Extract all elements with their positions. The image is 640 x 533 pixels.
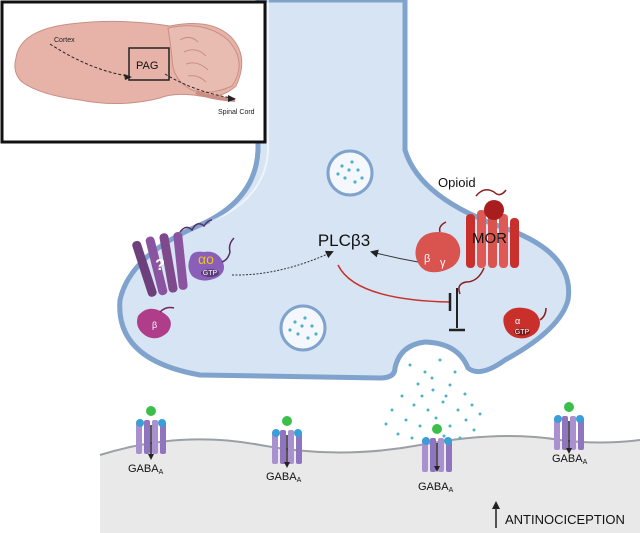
g-beta-subunit-left: β xyxy=(137,306,175,339)
opioid-ligand xyxy=(484,200,504,220)
beta-left-label: β xyxy=(152,320,157,330)
svg-text:GABAA: GABAA xyxy=(266,471,302,484)
antinociception-indicator: ANTINOCICEPTION xyxy=(492,501,625,528)
gamma-right-label: γ xyxy=(440,257,446,269)
gaba-a-receptor-4: GABAA xyxy=(552,402,588,466)
alpha-o-label: αo xyxy=(198,251,214,267)
mor-receptor: MOR xyxy=(458,189,519,295)
gaba-3-sub: A xyxy=(449,487,454,494)
gaba-1-sub: A xyxy=(159,469,164,476)
pag-label: PAG xyxy=(136,60,158,72)
gaba-4-sub: A xyxy=(583,459,588,466)
released-gaba-dots xyxy=(384,358,482,440)
question-mark-label: ? xyxy=(155,257,165,274)
gaba-4-label: GABA xyxy=(552,453,583,465)
plcb3-label: PLCβ3 xyxy=(318,231,370,250)
vesicle-bottom xyxy=(279,304,327,352)
g-alpha-subunit-right: α GTP xyxy=(503,307,547,339)
gtp-left-label: GTP xyxy=(203,270,218,277)
gaba-a-receptor-2: GABAA xyxy=(266,416,302,484)
gaba-a-receptor-3: GABAA xyxy=(418,424,454,494)
gtp-right-label: GTP xyxy=(515,329,530,336)
svg-text:GABAA: GABAA xyxy=(128,463,164,476)
pag-box xyxy=(128,47,170,81)
gaba-1-label: GABA xyxy=(128,463,159,475)
beta-right-label: β xyxy=(424,253,430,265)
opioid-label: Opioid xyxy=(438,175,476,190)
g-betagamma-subunit: β γ xyxy=(415,221,461,273)
antinociception-label: ANTINOCICEPTION xyxy=(505,512,625,527)
svg-text:GABAA: GABAA xyxy=(418,481,454,494)
galpha-to-plc-arrow xyxy=(231,250,334,276)
gaba-2-sub: A xyxy=(297,477,302,484)
brain-inset-panel: PAG Cortex Spinal Cord xyxy=(0,0,267,144)
plc-inhibition-line xyxy=(337,264,451,303)
svg-text:GABAA: GABAA xyxy=(552,453,588,466)
cortex-label: Cortex xyxy=(54,37,75,44)
gbetagamma-to-plc-arrow xyxy=(370,249,419,263)
alpha-right-label: α xyxy=(515,316,520,326)
spinal-cord-label: Spinal Cord xyxy=(218,109,255,116)
g-alpha-o-subunit: αo GTP xyxy=(188,237,235,281)
gaba-3-label: GABA xyxy=(418,481,449,493)
gaba-a-receptor-1: GABAA xyxy=(128,406,166,476)
vesicle-top xyxy=(326,149,374,197)
mor-label: MOR xyxy=(472,230,507,247)
gaba-2-label: GABA xyxy=(266,471,297,483)
unknown-receptor: ? xyxy=(132,219,213,297)
